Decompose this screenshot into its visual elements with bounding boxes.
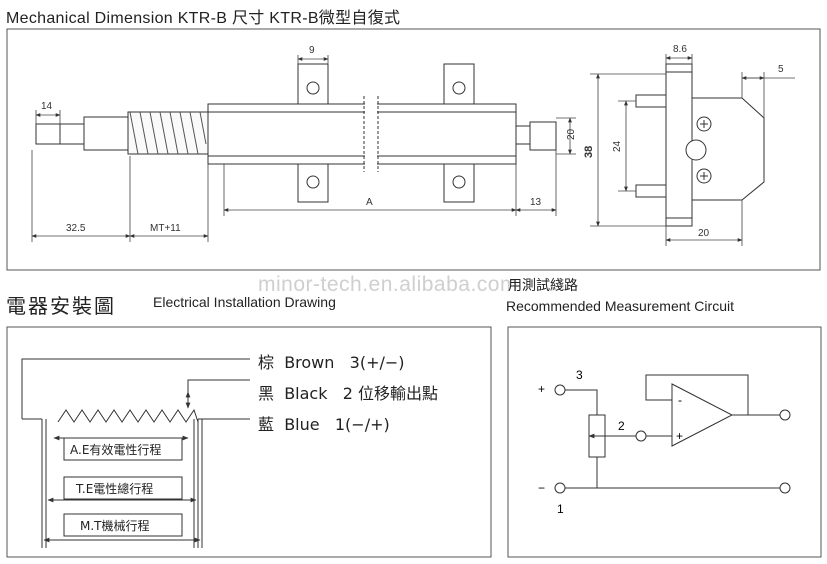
measurement-panel: + − 3 2 1 - + [507, 326, 822, 558]
dimension-lines [31, 54, 795, 246]
wire-en: Blue [284, 415, 320, 434]
wire-zh: 棕 [258, 353, 275, 372]
wire-en: Brown [284, 353, 335, 372]
dim-8-6: 8.6 [673, 44, 687, 55]
dim-14: 14 [41, 101, 53, 112]
plus-terminal-label: + [538, 382, 545, 396]
mounting-clamps [297, 63, 475, 203]
measurement-title-en: Recommended Measurement Circuit [506, 298, 734, 314]
dim-32-5: 32.5 [66, 223, 86, 234]
dim-a: A [366, 197, 373, 208]
wire-en: Black [284, 384, 328, 403]
node-1-label: 1 [557, 502, 564, 516]
range-labels: A.E有效電性行程 T.E電性總行程 M.T機械行程 [70, 442, 161, 533]
opamp-minus-label: - [678, 393, 682, 407]
mechanical-title: Mechanical Dimension KTR-B 尺寸 KTR-B微型自復式 [6, 10, 401, 27]
dim-5: 5 [778, 64, 784, 75]
electrical-panel: A.E有效電性行程 T.E電性總行程 M.T機械行程 [6, 326, 492, 558]
wire-pin: 1(−/+) [334, 415, 390, 434]
dim-38: 38 [583, 146, 595, 158]
dim-mt-11: MT+11 [150, 223, 181, 234]
wire-row-black: 黑 Black 2 位移輸出點 [258, 380, 438, 404]
te-range-label: T.E電性總行程 [75, 481, 153, 496]
dim-13: 13 [530, 197, 542, 208]
mt-range-label: M.T機械行程 [80, 518, 150, 533]
wire-zh: 藍 [258, 415, 275, 434]
node-3-label: 3 [576, 368, 583, 382]
measurement-title-zh: 用測試綫路 [508, 278, 578, 294]
node-2-label: 2 [618, 419, 625, 433]
circuit-labels: + − 3 2 1 - + [538, 368, 683, 516]
resistor-element [21, 358, 250, 548]
side-view [635, 63, 765, 227]
sensor-body [207, 96, 557, 172]
wire-pin: 3(+/−) [349, 353, 405, 372]
wire-row-brown: 棕 Brown 3(+/−) [258, 349, 405, 373]
minus-terminal-label: − [538, 481, 545, 495]
dimension-labels: 14 32.5 MT+11 9 A 13 20 38 24 8.6 5 20 [41, 44, 784, 239]
circuit [554, 374, 791, 494]
dim-20-width: 20 [698, 228, 710, 239]
opamp-plus-label: + [676, 429, 683, 443]
wire-pin: 2 位移輸出點 [342, 384, 439, 403]
wire-row-blue: 藍 Blue 1(−/+) [258, 411, 390, 435]
ae-range-label: A.E有效電性行程 [70, 442, 161, 457]
mechanical-panel: 14 32.5 MT+11 9 A 13 20 38 24 8.6 5 20 [6, 28, 821, 271]
electrical-title-zh: 電器安裝圖 [6, 294, 116, 318]
dim-24: 24 [612, 140, 623, 152]
dim-9: 9 [309, 45, 315, 56]
watermark: minor-tech.en.alibaba.com [258, 273, 518, 296]
wire-zh: 黑 [258, 384, 275, 403]
shaft [35, 111, 209, 155]
electrical-title-en: Electrical Installation Drawing [153, 294, 336, 310]
dim-20-height: 20 [566, 128, 577, 140]
